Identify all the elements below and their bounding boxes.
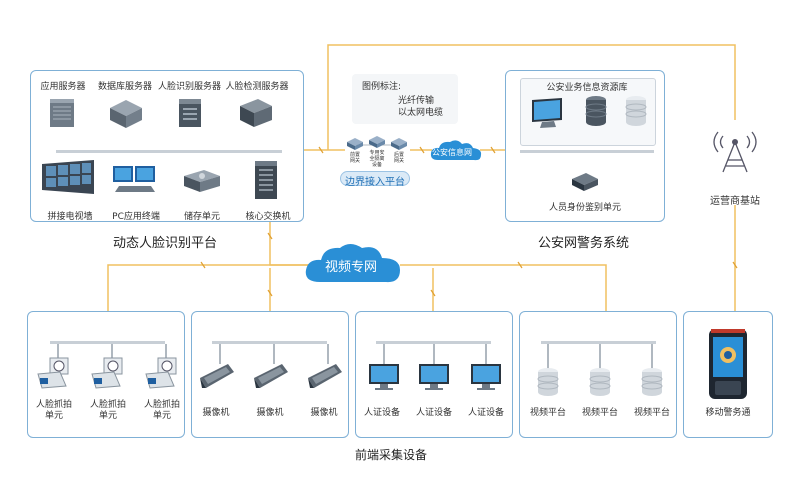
pc-terminal-icon bbox=[113, 166, 155, 192]
frontend-bar-4 bbox=[541, 341, 656, 344]
platform-title: 动态人脸识别平台 bbox=[113, 236, 218, 251]
server-label-db: 数据库服务器 bbox=[97, 82, 152, 92]
video-platform-icon bbox=[589, 344, 611, 396]
front-gateway-icon bbox=[347, 138, 363, 150]
legend-box bbox=[352, 74, 458, 124]
resource-title: 公安业务信息资源库 bbox=[546, 83, 628, 93]
db-server-icon bbox=[110, 100, 142, 128]
video-platform-icon bbox=[537, 344, 559, 396]
face-capture-icon bbox=[37, 344, 69, 389]
border-platform-label: 边界接入平台 bbox=[345, 177, 405, 188]
server-label-face-recog: 人脸识别服务器 bbox=[158, 82, 222, 92]
police-system-title: 公安网警务系统 bbox=[538, 236, 630, 251]
camera-icon bbox=[254, 344, 288, 388]
video-platform-label: 视频平台 bbox=[633, 408, 670, 418]
frontend-title: 前端采集设备 bbox=[355, 448, 428, 462]
id-device-label: 人证设备 bbox=[415, 408, 452, 418]
resource-db-light-icon bbox=[625, 96, 647, 126]
node-label-rear-gateway: 后置 网关 bbox=[393, 152, 404, 164]
id-device-icon bbox=[369, 344, 399, 390]
base-station-label: 运营商基站 bbox=[710, 196, 760, 207]
face-capture-label: 人脸抓拍 单元 bbox=[143, 400, 180, 421]
face-capture-label: 人脸抓拍 单元 bbox=[89, 400, 126, 421]
node-label-front-gateway: 前置 网关 bbox=[349, 152, 360, 164]
mobile-police-device-icon bbox=[709, 329, 747, 399]
server-label-face-detect: 人脸检测服务器 bbox=[225, 82, 289, 92]
server-label-app: 应用服务器 bbox=[40, 82, 86, 92]
resource-monitor-icon bbox=[532, 98, 562, 128]
camera-label: 摄像机 bbox=[310, 408, 338, 418]
video-platform-label: 视频平台 bbox=[581, 408, 618, 418]
frontend-bar-2 bbox=[212, 341, 327, 344]
base-station-icon bbox=[713, 131, 757, 173]
frontend-bar-3 bbox=[376, 341, 491, 344]
node-label-isolation: 专用安 全隔离 设备 bbox=[369, 150, 385, 168]
frontend-bar-1 bbox=[50, 341, 165, 344]
border-platform-tag bbox=[340, 171, 410, 186]
rear-gateway-icon bbox=[391, 138, 407, 150]
face-capture-icon bbox=[91, 344, 123, 389]
video-net-cloud-icon bbox=[305, 244, 400, 283]
mobile-police-label: 移动警务通 bbox=[705, 408, 751, 418]
device-label-storage: 储存单元 bbox=[183, 212, 220, 222]
camera-icon bbox=[200, 344, 234, 388]
device-label-core-switch: 核心交换机 bbox=[245, 212, 291, 222]
storage-unit-icon bbox=[184, 170, 220, 192]
legend-fiber: 光纤传输 bbox=[398, 96, 435, 106]
resource-db-dark-icon bbox=[585, 96, 607, 126]
id-device-label: 人证设备 bbox=[363, 408, 400, 418]
police-lan-bar bbox=[520, 150, 654, 153]
device-label-video-wall: 拼接电视墙 bbox=[47, 212, 93, 222]
device-label-pc: PC应用终端 bbox=[112, 212, 160, 222]
camera-label: 摄像机 bbox=[202, 408, 230, 418]
camera-icon bbox=[308, 344, 342, 388]
face-recog-server-icon bbox=[179, 99, 201, 127]
identity-unit-label: 人员身份鉴别单元 bbox=[548, 203, 621, 213]
id-device-icon bbox=[419, 344, 449, 390]
video-platform-label: 视频平台 bbox=[529, 408, 566, 418]
platform-box bbox=[30, 70, 304, 222]
identity-unit-icon bbox=[572, 173, 598, 191]
id-device-icon bbox=[471, 344, 501, 390]
isolation-device-icon bbox=[369, 136, 385, 148]
core-switch-icon bbox=[255, 161, 277, 199]
platform-lan-bar bbox=[56, 150, 282, 153]
face-capture-icon bbox=[145, 344, 177, 389]
video-net-label: 视频专网 bbox=[325, 260, 378, 275]
video-platform-icon bbox=[641, 344, 663, 396]
id-device-label: 人证设备 bbox=[467, 408, 504, 418]
video-wall-icon bbox=[42, 160, 94, 194]
app-server-icon bbox=[50, 99, 74, 127]
security-net-label: 公安信息网 bbox=[432, 148, 472, 157]
security-net-cloud-icon bbox=[430, 140, 482, 161]
legend-ethernet: 以太网电缆 bbox=[398, 108, 444, 118]
legend-title: 图例标注: bbox=[362, 82, 402, 92]
face-detect-server-icon bbox=[240, 99, 272, 127]
face-capture-label: 人脸抓拍 单元 bbox=[35, 400, 72, 421]
camera-label: 摄像机 bbox=[256, 408, 284, 418]
